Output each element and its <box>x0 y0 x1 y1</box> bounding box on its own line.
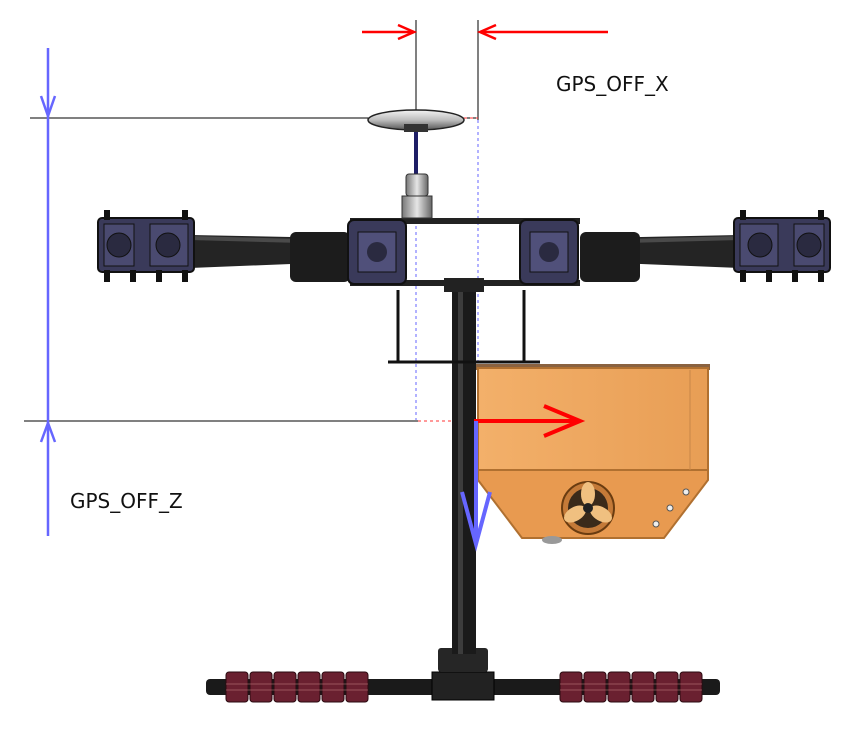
z-offset-dimension-arrows <box>39 48 57 536</box>
center-hub <box>347 218 580 286</box>
gps-off-z-label: GPS_OFF_Z <box>70 489 183 513</box>
motor-left <box>97 210 195 282</box>
lower-deck <box>388 290 540 364</box>
fan-icon <box>561 481 615 535</box>
z-axis-arrow <box>460 421 492 552</box>
landing-skid <box>206 648 720 703</box>
center-post <box>444 278 484 654</box>
gps-off-x-label: GPS_OFF_X <box>556 72 669 96</box>
frame-arms <box>190 232 740 282</box>
payload-box <box>476 364 710 544</box>
skid-pads-left <box>225 671 369 703</box>
skid-pads-right <box>559 671 703 703</box>
x-offset-dimension-arrows <box>362 23 608 41</box>
motor-right <box>733 210 831 282</box>
x-axis-arrow <box>474 404 586 438</box>
gps-antenna <box>367 109 465 219</box>
